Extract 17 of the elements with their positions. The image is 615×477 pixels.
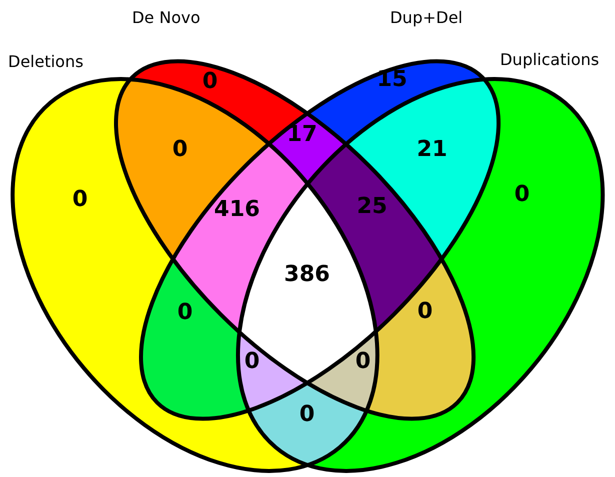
region-count: 0: [172, 137, 188, 163]
region-count: 416: [214, 197, 260, 223]
region-count: 0: [244, 349, 260, 375]
region-count: 0: [299, 402, 315, 428]
region-count: 0: [417, 299, 433, 325]
set-label: De Novo: [132, 8, 200, 28]
region-count: 25: [356, 194, 388, 220]
region-count: 0: [355, 349, 371, 375]
region-count: 0: [72, 187, 88, 213]
set-label: Deletions: [8, 52, 84, 72]
set-label: Duplications: [500, 50, 600, 70]
region-count: 0: [202, 69, 218, 95]
region-count: 386: [284, 262, 330, 288]
region-count: 0: [177, 300, 193, 326]
region-count: 0: [514, 182, 530, 208]
region-count: 21: [416, 137, 448, 163]
set-label: Dup+Del: [390, 8, 463, 28]
